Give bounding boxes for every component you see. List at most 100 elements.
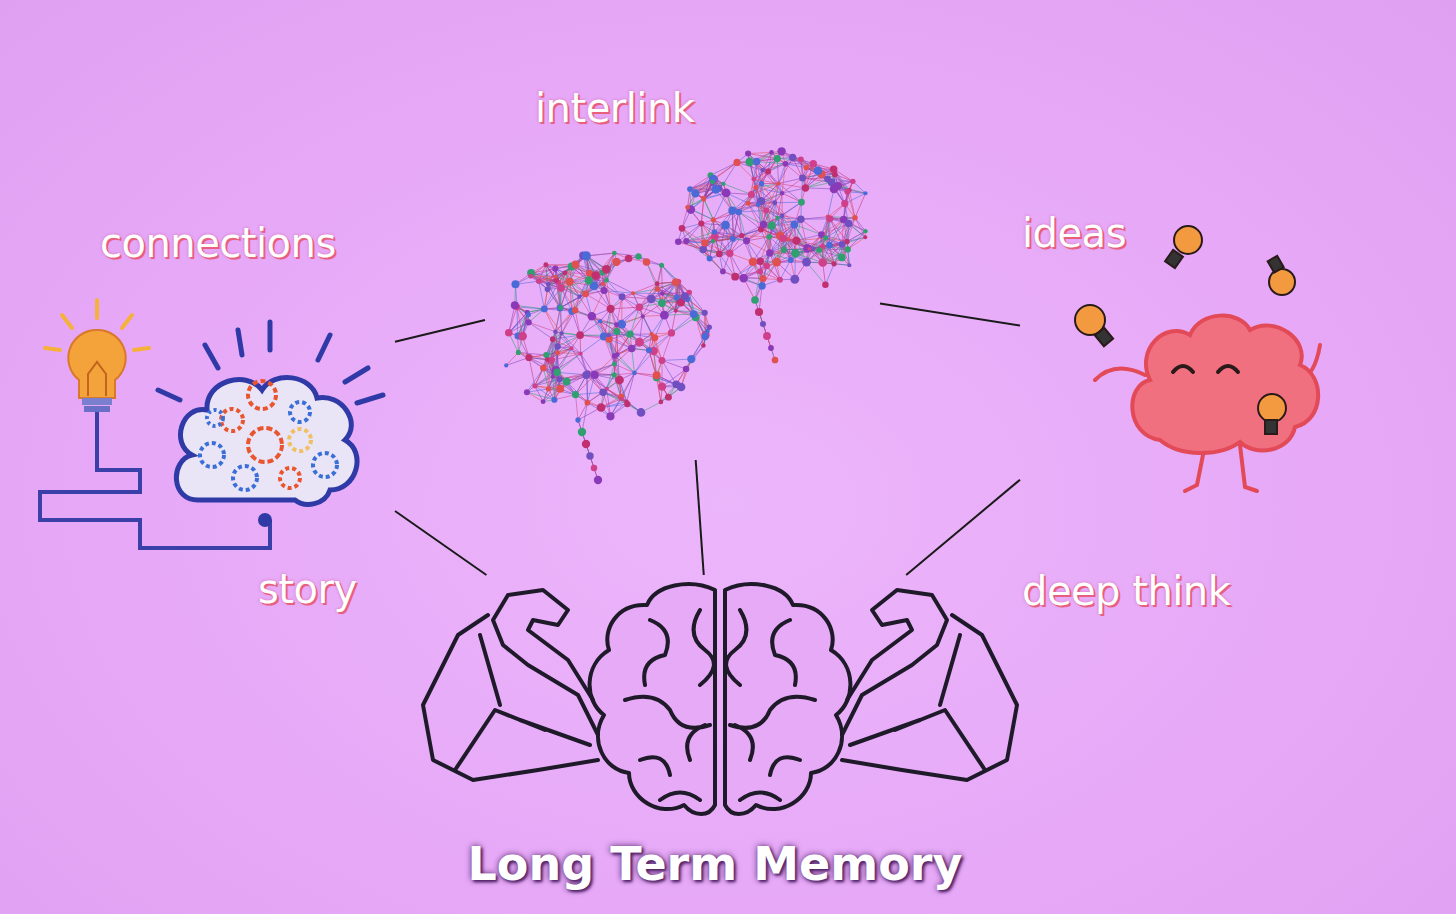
network-line bbox=[561, 288, 575, 310]
network-line bbox=[576, 392, 604, 394]
network-dot bbox=[660, 311, 669, 320]
network-line bbox=[576, 264, 594, 286]
network-dot bbox=[655, 286, 660, 291]
network-line bbox=[701, 199, 704, 223]
network-line bbox=[825, 264, 834, 285]
network-line bbox=[627, 373, 635, 402]
network-line bbox=[723, 162, 737, 183]
network-dot bbox=[504, 363, 508, 367]
network-dot bbox=[653, 371, 661, 379]
network-line bbox=[826, 238, 848, 249]
network-line bbox=[509, 305, 515, 332]
network-dot bbox=[674, 294, 680, 300]
network-line bbox=[586, 374, 614, 375]
network-dot bbox=[579, 352, 583, 356]
network-line bbox=[531, 276, 556, 277]
network-dot bbox=[681, 292, 689, 300]
connector-line bbox=[906, 480, 1020, 575]
network-line bbox=[702, 250, 722, 272]
network-dot bbox=[559, 331, 563, 335]
network-dot bbox=[683, 366, 690, 373]
connector-line bbox=[880, 304, 1020, 326]
network-dot bbox=[636, 303, 643, 310]
network-line bbox=[714, 211, 732, 232]
network-line bbox=[779, 164, 786, 184]
network-dot bbox=[551, 375, 555, 379]
network-dot bbox=[655, 281, 660, 286]
network-dot bbox=[552, 266, 558, 272]
network-line bbox=[615, 334, 630, 356]
network-dot bbox=[582, 290, 589, 297]
network-dot bbox=[602, 265, 611, 274]
network-dot bbox=[562, 270, 567, 275]
network-line bbox=[757, 162, 786, 164]
network-line bbox=[614, 375, 626, 402]
network-line bbox=[662, 359, 691, 360]
network-dot bbox=[632, 371, 637, 376]
network-line bbox=[539, 269, 556, 282]
network-dot bbox=[526, 312, 531, 317]
network-line bbox=[630, 307, 639, 334]
network-dot bbox=[631, 291, 635, 295]
network-line bbox=[777, 159, 778, 184]
network-dot bbox=[511, 301, 519, 309]
network-dot bbox=[643, 258, 651, 266]
network-dot bbox=[585, 276, 593, 284]
network-dot bbox=[540, 365, 547, 372]
network-line bbox=[855, 193, 866, 218]
network-dot bbox=[582, 251, 591, 260]
network-dot bbox=[591, 465, 597, 471]
network-line bbox=[664, 314, 693, 315]
network-dot bbox=[582, 440, 590, 448]
network-line bbox=[657, 289, 685, 296]
network-line bbox=[714, 162, 737, 179]
network-line bbox=[686, 224, 701, 241]
network-dot bbox=[556, 376, 562, 382]
network-line bbox=[556, 280, 560, 307]
gear-brain-icon bbox=[158, 322, 383, 527]
network-dot bbox=[566, 278, 574, 286]
network-dot bbox=[553, 329, 558, 334]
network-dot bbox=[674, 309, 678, 313]
network-dot bbox=[660, 291, 664, 295]
network-line bbox=[714, 232, 741, 236]
network-dot bbox=[606, 412, 614, 420]
network-dot bbox=[591, 371, 599, 379]
network-dot bbox=[677, 383, 686, 392]
network-dot bbox=[543, 262, 548, 267]
network-dot bbox=[646, 347, 652, 353]
network-dot bbox=[570, 346, 574, 350]
network-dot bbox=[668, 329, 675, 336]
network-dot bbox=[511, 280, 519, 288]
network-line bbox=[801, 218, 830, 219]
network-dot bbox=[597, 403, 606, 412]
network-dot bbox=[563, 378, 571, 386]
network-dot bbox=[545, 287, 551, 293]
network-dot bbox=[518, 332, 527, 341]
network-line bbox=[559, 375, 586, 379]
connector-line bbox=[696, 460, 704, 575]
network-dot bbox=[601, 282, 605, 286]
network-line bbox=[560, 308, 562, 334]
network-dot bbox=[557, 284, 565, 292]
network-dot bbox=[690, 310, 698, 318]
network-dot bbox=[577, 295, 581, 299]
network-dot bbox=[612, 372, 617, 377]
network-line bbox=[723, 184, 732, 211]
network-dot bbox=[572, 307, 578, 313]
network-dot bbox=[586, 452, 593, 459]
network-dot bbox=[702, 310, 708, 316]
network-dot bbox=[528, 274, 533, 279]
network-line bbox=[539, 281, 545, 309]
network-dot bbox=[598, 319, 602, 323]
network-line bbox=[634, 351, 653, 373]
network-dot bbox=[798, 199, 805, 206]
network-line bbox=[607, 280, 633, 293]
network-line bbox=[703, 250, 723, 272]
network-dot bbox=[612, 258, 620, 266]
network-dot bbox=[553, 369, 560, 376]
network-line bbox=[531, 276, 556, 280]
network-dot bbox=[600, 287, 607, 294]
network-line bbox=[547, 360, 548, 389]
